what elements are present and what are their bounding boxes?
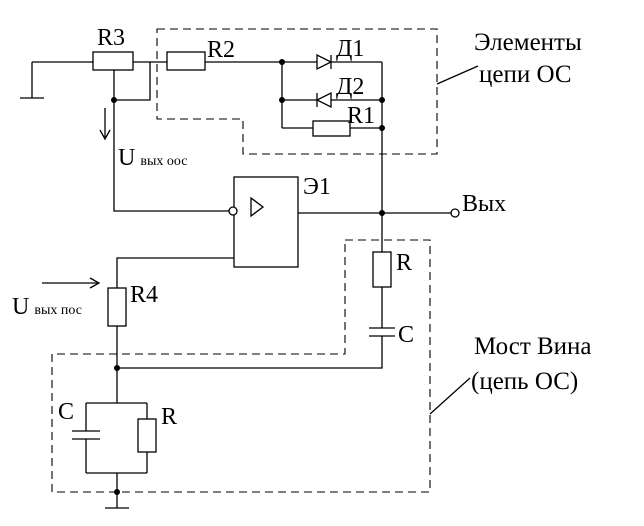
label-c-parallel: C bbox=[58, 399, 74, 425]
label-r4: R4 bbox=[130, 282, 158, 308]
label-r-parallel: R bbox=[161, 404, 177, 430]
junction-d2-left bbox=[279, 97, 285, 103]
feedback-elements-boundary bbox=[156, 28, 438, 155]
junction-d2-right bbox=[379, 97, 385, 103]
wien-bridge-boundary bbox=[51, 239, 431, 493]
inverting-input-circle bbox=[228, 206, 238, 216]
series-c-to-bridge-node bbox=[117, 336, 383, 369]
junction-r3-wiper bbox=[111, 97, 117, 103]
label-c-series: C bbox=[398, 322, 414, 348]
resistor-r4 bbox=[107, 287, 127, 327]
label-feedback-elements-line1: Элементы bbox=[474, 29, 582, 56]
label-u-oos: U вых оос bbox=[118, 145, 187, 171]
resistor-r-series bbox=[372, 251, 392, 288]
u-oos-wire bbox=[113, 100, 230, 212]
diode-d1 bbox=[316, 53, 333, 71]
label-d2: Д2 bbox=[336, 74, 364, 100]
label-wien-bridge-line2: (цепь ОС) bbox=[471, 368, 578, 395]
amplifier-e1 bbox=[233, 176, 299, 268]
label-out: Вых bbox=[462, 191, 506, 217]
u-oos-arrow-head bbox=[99, 129, 111, 141]
label-r-series: R bbox=[396, 250, 412, 276]
amplifier-triangle-icon bbox=[250, 196, 265, 218]
junction-r1-right bbox=[379, 125, 385, 131]
junction-bridge-node bbox=[114, 365, 120, 371]
label-r1: R1 bbox=[347, 103, 375, 129]
label-u-oos-subscript: вых оос bbox=[140, 154, 187, 169]
resistor-r1 bbox=[312, 120, 351, 137]
label-feedback-elements-line2: цепи ОС bbox=[479, 61, 572, 88]
label-d1: Д1 bbox=[336, 36, 364, 62]
label-u-pos-main: U bbox=[12, 294, 29, 320]
junction-r2-d1 bbox=[279, 59, 285, 65]
label-u-pos: U вых пос bbox=[12, 294, 82, 320]
label-u-pos-subscript: вых пос bbox=[34, 303, 82, 318]
fb-elements-leader-line bbox=[436, 65, 479, 85]
r3-wiper-lead bbox=[113, 62, 151, 101]
label-r3: R3 bbox=[97, 25, 125, 51]
output-terminal[interactable] bbox=[450, 208, 460, 218]
diode-d2 bbox=[315, 91, 332, 109]
label-e1: Э1 bbox=[303, 174, 331, 200]
label-wien-bridge-line1: Мост Вина bbox=[474, 333, 592, 360]
wien-leader-line bbox=[429, 377, 471, 415]
junction-output bbox=[379, 210, 385, 216]
resistor-r-parallel bbox=[137, 418, 157, 453]
noninverting-input-wire bbox=[116, 257, 234, 288]
resistor-r3 bbox=[92, 51, 134, 71]
resistor-r2 bbox=[166, 51, 206, 71]
u-pos-arrow-head bbox=[89, 277, 101, 289]
junction-ground bbox=[114, 489, 120, 495]
label-u-oos-main: U bbox=[118, 145, 135, 171]
label-r2: R2 bbox=[207, 37, 235, 63]
